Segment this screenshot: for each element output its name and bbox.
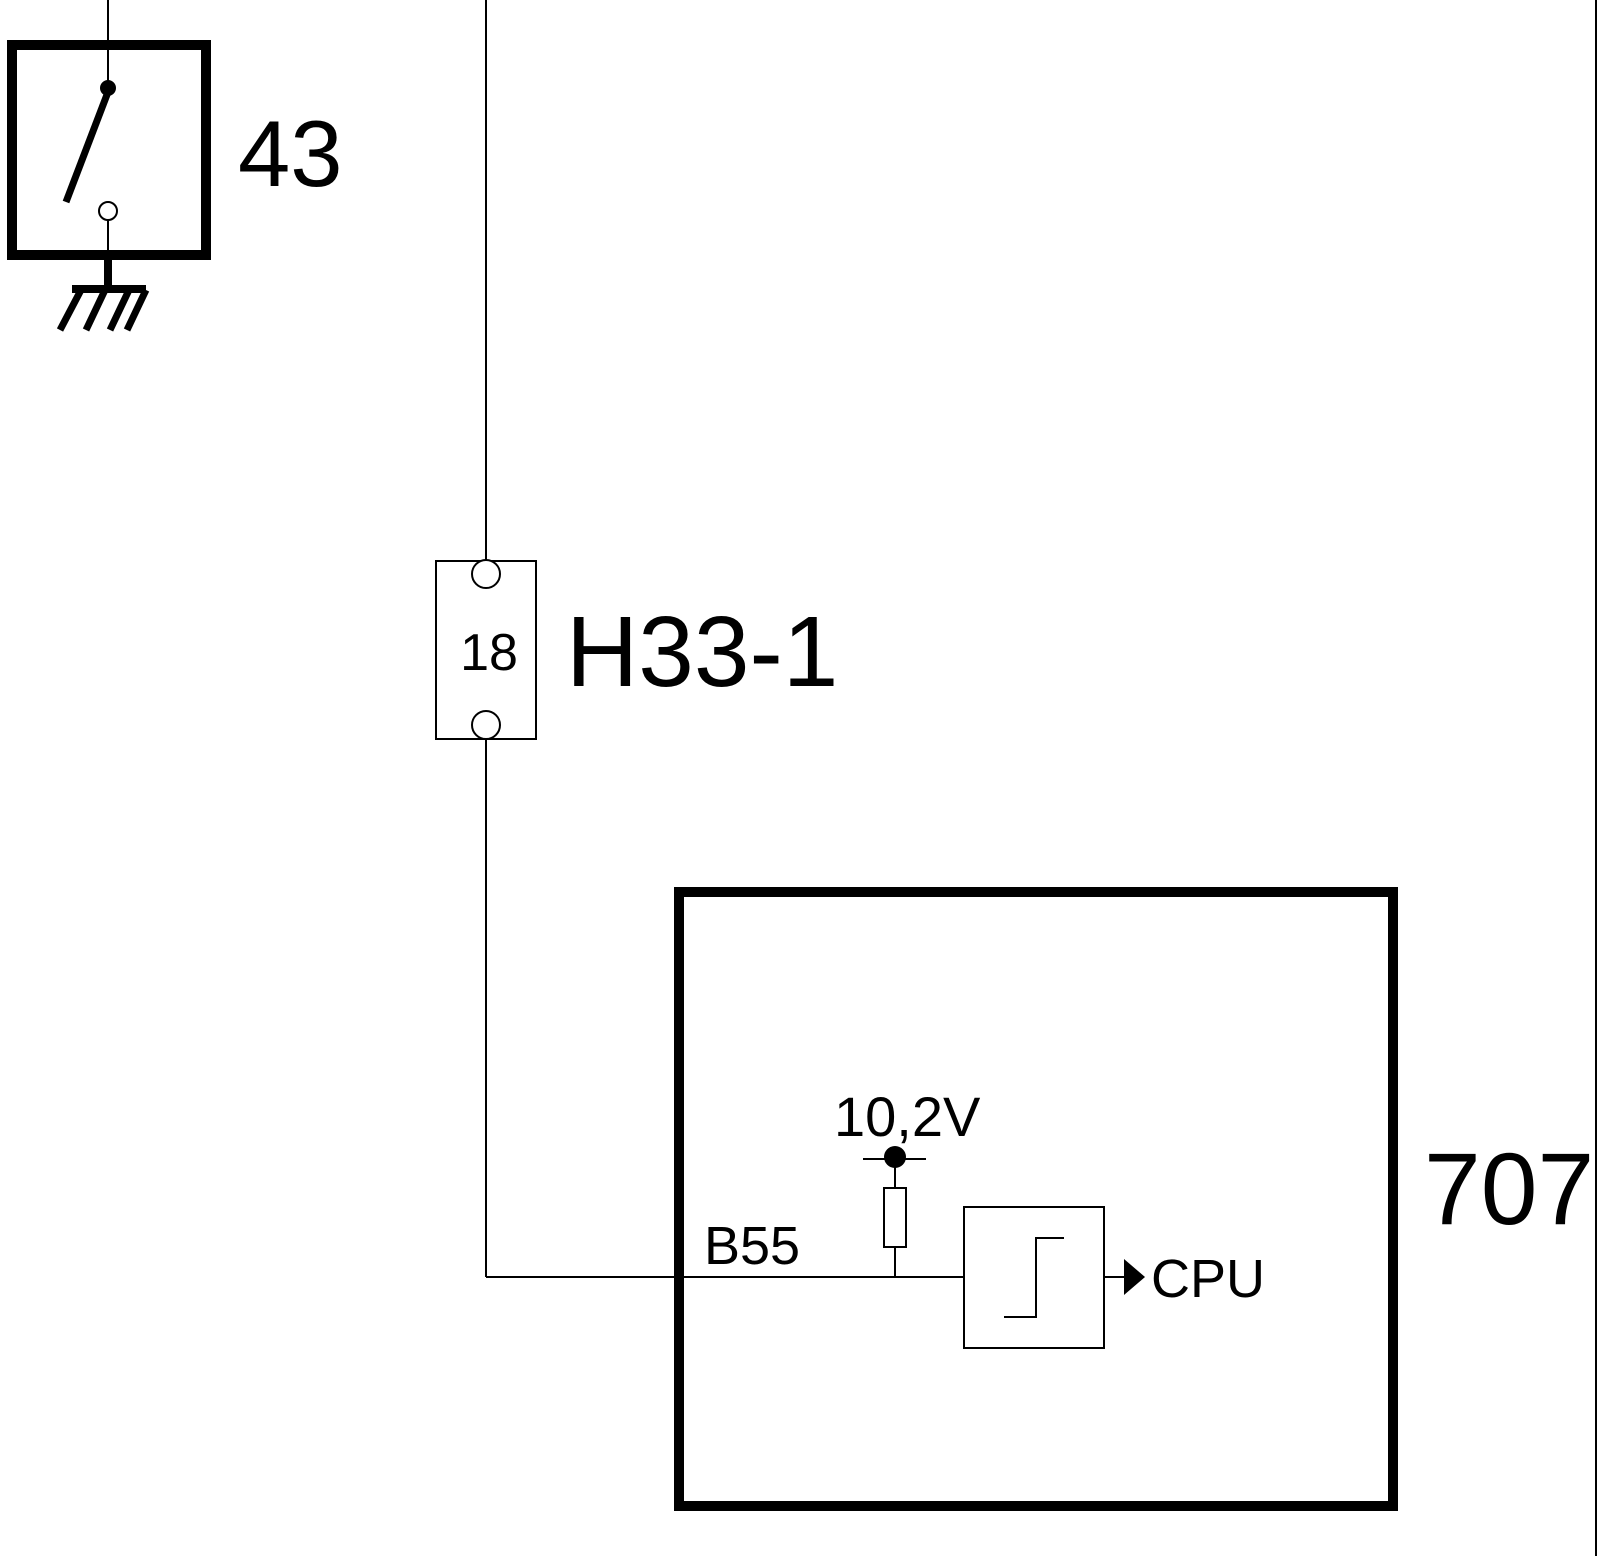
output-label: CPU [1151, 1249, 1265, 1309]
switch-lever [62, 90, 112, 204]
connector-terminal-bottom [471, 710, 501, 740]
arrow-right-icon [1124, 1259, 1145, 1295]
voltage-node [863, 1146, 926, 1168]
connector-pin-label: 18 [460, 624, 518, 682]
module-pin-label: B55 [704, 1216, 800, 1276]
switch-43 [7, 0, 211, 288]
voltage-label: 10,2V [834, 1085, 981, 1148]
switch-contact [98, 201, 118, 221]
connector-label: H33-1 [566, 596, 838, 708]
ground-icon [56, 250, 150, 332]
switch-pivot [100, 80, 116, 96]
connector-terminal-top [471, 559, 501, 589]
step-icon [1004, 1237, 1064, 1318]
module-707-housing [674, 887, 1398, 1511]
switch-label: 43 [238, 101, 343, 206]
connector-h33-1 [435, 559, 537, 740]
pull-up-resistor [883, 1157, 907, 1277]
comparator-block [963, 1206, 1105, 1349]
module-label: 707 [1424, 1132, 1594, 1246]
